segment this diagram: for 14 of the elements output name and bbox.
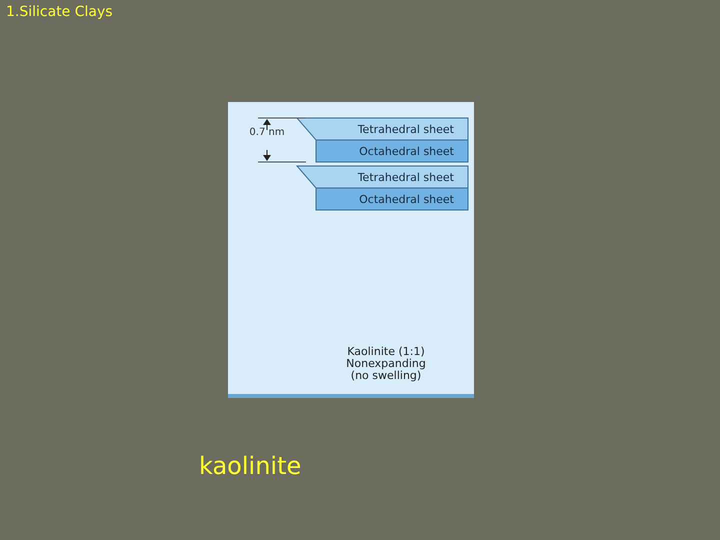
dimension-label: 0.7 nm	[249, 127, 285, 138]
octahedral-sheet	[316, 188, 468, 210]
slide-title: 1.Silicate Clays	[6, 4, 113, 20]
tetrahedral-sheet	[297, 118, 468, 140]
clay-description: Kaolinite (1:1)	[346, 346, 426, 358]
sheet-label: Tetrahedral sheet	[358, 170, 454, 186]
tetrahedral-sheet	[297, 166, 468, 188]
sheet-label: Octahedral sheet	[359, 144, 454, 160]
caption: kaolinite	[199, 452, 302, 480]
clay-description: Nonexpanding	[345, 358, 427, 370]
sheet-label: Octahedral sheet	[359, 192, 454, 208]
clay-description: (no swelling)	[350, 370, 422, 382]
octahedral-sheet	[316, 140, 468, 162]
sheet-label: Tetrahedral sheet	[358, 122, 454, 138]
